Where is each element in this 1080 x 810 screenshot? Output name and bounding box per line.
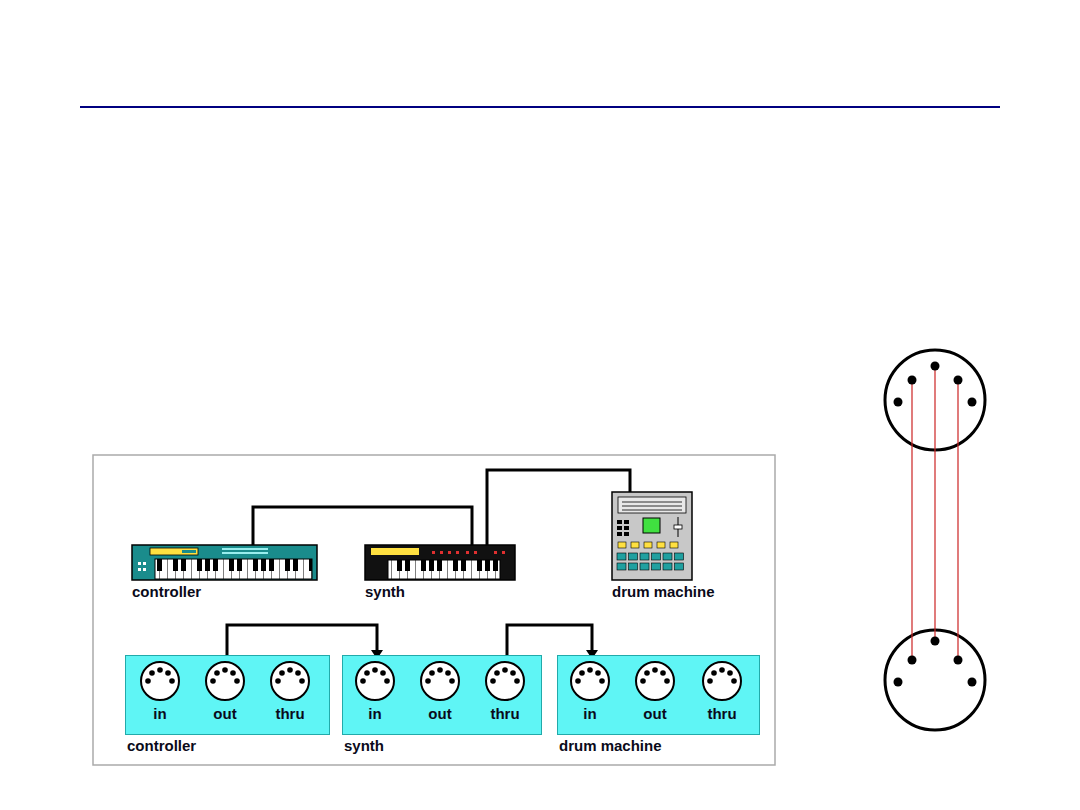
device-panel: synth inoutthru xyxy=(342,655,542,757)
midi-port: out xyxy=(627,659,687,729)
title-rule xyxy=(80,106,1000,108)
instrument-label: controller xyxy=(132,583,201,601)
midi-port-socket xyxy=(694,659,750,703)
midi-cable xyxy=(253,507,472,545)
midi-cable xyxy=(487,470,630,545)
midi-port: in xyxy=(562,659,622,729)
synth-keyboard xyxy=(365,545,515,580)
instrument: synth xyxy=(365,545,515,603)
panel-label: controller xyxy=(127,737,196,755)
midi-port-socket xyxy=(197,659,253,703)
midi-port-socket xyxy=(562,659,618,703)
port-label: thru xyxy=(694,705,750,723)
controller-keyboard xyxy=(132,545,317,580)
instrument: controller xyxy=(132,545,317,603)
panel-label: synth xyxy=(344,737,384,755)
midi-port: out xyxy=(197,659,257,729)
midi-port-socket xyxy=(132,659,188,703)
midi-port: thru xyxy=(477,659,537,729)
instrument-label: synth xyxy=(365,583,405,601)
drum-machine xyxy=(612,492,692,580)
port-label: thru xyxy=(477,705,533,723)
port-label: in xyxy=(132,705,188,723)
figure-frame xyxy=(93,455,775,765)
port-label: out xyxy=(627,705,683,723)
din-connector-pair xyxy=(885,350,985,730)
midi-port: in xyxy=(132,659,192,729)
port-label: out xyxy=(412,705,468,723)
midi-port: out xyxy=(412,659,472,729)
midi-port: thru xyxy=(694,659,754,729)
midi-port-socket xyxy=(262,659,318,703)
device-panel: controller inoutthru xyxy=(125,655,330,757)
midi-port-socket xyxy=(347,659,403,703)
midi-port-socket xyxy=(412,659,468,703)
midi-port: thru xyxy=(262,659,322,729)
panel-label: drum machine xyxy=(559,737,662,755)
instrument: drum machine xyxy=(612,492,736,603)
midi-port-socket xyxy=(477,659,533,703)
midi-cable xyxy=(227,625,383,659)
midi-port: in xyxy=(347,659,407,729)
instrument-label: drum machine xyxy=(612,583,715,601)
midi-cable xyxy=(507,625,598,659)
device-panel: drum machine inoutthru xyxy=(557,655,760,757)
port-label: in xyxy=(562,705,618,723)
midi-port-socket xyxy=(627,659,683,703)
port-label: thru xyxy=(262,705,318,723)
port-label: in xyxy=(347,705,403,723)
port-label: out xyxy=(197,705,253,723)
